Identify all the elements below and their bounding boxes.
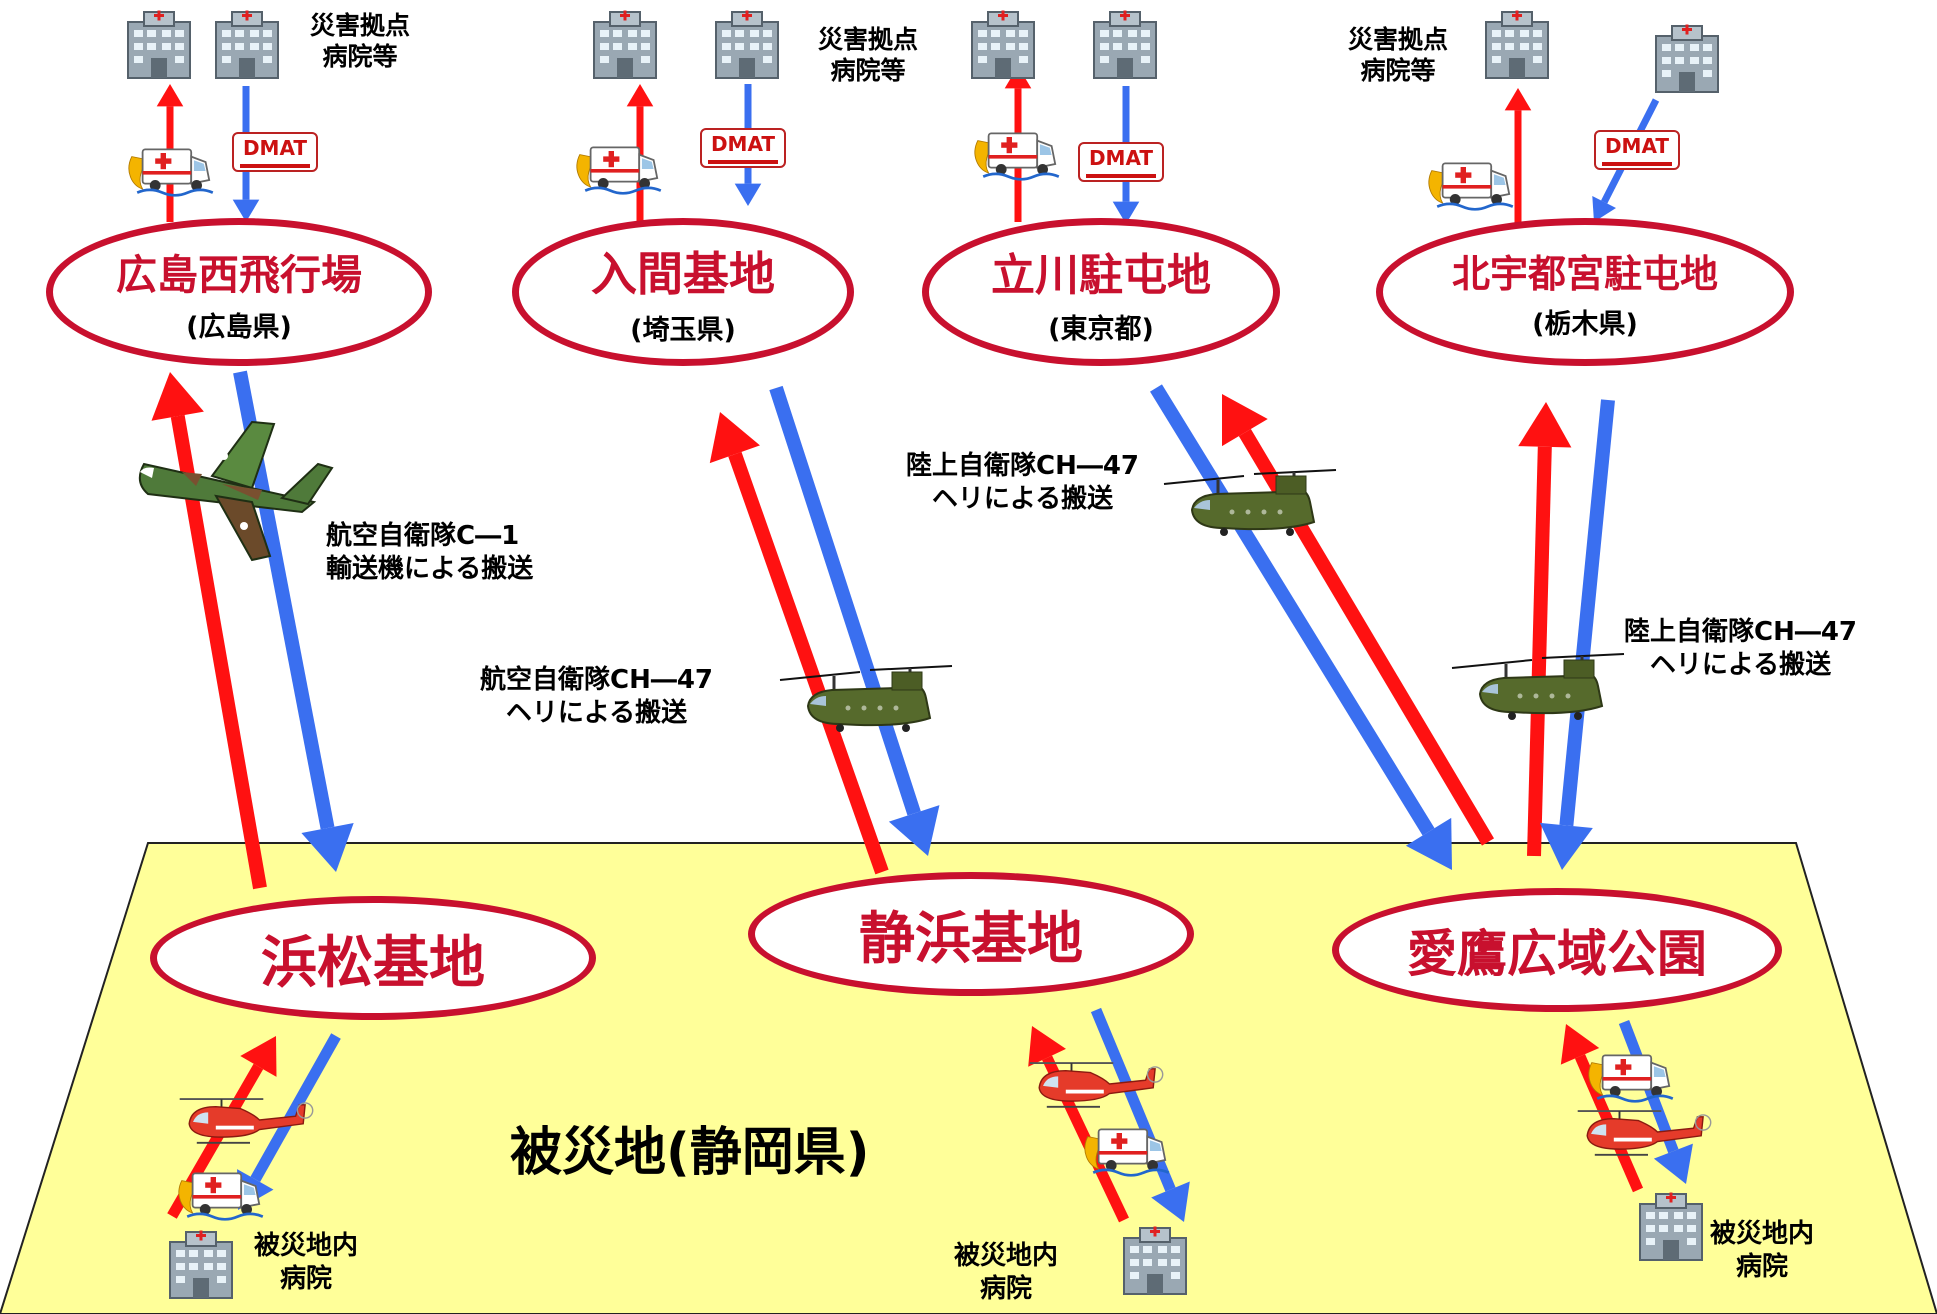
outbound-arrow-shizuhama-iruma-shaft [728,451,889,875]
return-arrow-hiroshima-hamamatsu-head [301,822,354,872]
return-arrow-iruma-shizuhama-shaft [769,385,921,816]
base-hospital-icon [1655,23,1719,93]
dmat-badge: DMAT [1594,130,1680,170]
return-arrow-hospital-iruma-head [734,183,762,206]
outbound-arrow-local-aitaka-head [1560,1024,1600,1065]
outbound-arrow-local-shizuhama-head [1028,1026,1066,1067]
c1-transport-label: 航空自衛隊C―1 輸送機による搬送 [326,521,534,584]
hub-name: 入間基地 [591,246,775,301]
base-hospital-label: 災害拠点 病院等 [1348,25,1449,86]
return-arrow-hamamatsu-local-shaft [250,1033,341,1183]
return-arrow-aitaka-local-head [1653,1143,1693,1184]
local-hospital-label: 被災地内 病院 [254,1231,359,1294]
site-aitaka-node: 愛鷹広域公園 [1332,888,1782,1012]
return-arrow-tachikawa-aitaka-shaft [1150,384,1435,836]
outbound-arrow-aitaka-tachikawa-head [1222,394,1268,447]
hub-tachikawa-node: 立川駐屯地 (東京都) [922,218,1280,366]
site-hamamatsu-node: 浜松基地 [150,896,596,1020]
gsdf-ch47-transport-label: 陸上自衛隊CH―47 ヘリによる搬送 [1624,617,1858,680]
base-hospital-icon [593,9,657,79]
base-hospital-icon [1485,9,1549,79]
hub-iruma-node: 入間基地 (埼玉県) [512,218,854,366]
hub-prefecture: (埼玉県) [630,314,736,346]
return-arrow-tachikawa-aitaka [1150,384,1452,870]
hub-name: 立川駐屯地 [991,249,1211,301]
base-hospital-icon [715,9,779,79]
return-arrow-shizuhama-local-head [1151,1181,1190,1222]
outbound-arrow-shizuhama-iruma-head [709,412,760,464]
asdf-ch47-transport-label: 航空自衛隊CH―47 ヘリによる搬送 [480,665,714,728]
base-hospital-icon [971,9,1035,79]
return-arrow-kitautsunomiya-aitaka-head [1539,822,1593,870]
gsdf-ch47-helicopter-icon [1162,468,1338,538]
outbound-arrow-aitaka-kitautsunomiya [1518,402,1572,857]
base-hospital-label: 災害拠点 病院等 [310,11,411,72]
return-arrow-hospital-kitautsunomiya-head [1592,196,1617,222]
hub-hiroshima-node: 広島西飛行場 (広島県) [46,218,432,366]
site-name: 浜松基地 [261,930,485,996]
ambulance-icon [575,146,663,195]
dmat-badge: DMAT [1078,142,1164,182]
dmat-text: DMAT [1088,146,1154,170]
outbound-arrow-iruma-hospital-head [626,84,654,107]
dmat-text: DMAT [710,132,776,156]
dmat-badge: DMAT [232,132,318,172]
base-hospital-icon [1093,9,1157,79]
base-hospital-icon [127,9,191,79]
outbound-arrow-hiroshima-hospital-head [156,84,184,107]
dmat-text: DMAT [242,136,308,160]
return-arrow-iruma-shizuhama-head [888,805,940,856]
return-arrow-iruma-shizuhama [769,385,940,856]
outbound-arrow-aitaka-tachikawa [1222,394,1495,846]
hub-name: 広島西飛行場 [116,250,362,299]
dmat-badge: DMAT [700,128,786,168]
site-shizuhama-node: 静浜基地 [748,872,1194,996]
return-arrow-hospital-hiroshima-head [232,199,260,222]
site-name: 愛鷹広域公園 [1407,925,1707,983]
outbound-arrow-hamamatsu-hiroshima-head [151,372,204,421]
hub-prefecture: (広島県) [186,311,292,343]
hub-kitautsunomiya-node: 北宇都宮駐屯地 (栃木県) [1376,218,1794,366]
ambulance-icon [1427,162,1515,211]
base-hospital-icon [215,9,279,79]
transport-arrows [151,66,1693,1223]
outbound-arrow-local-hamamatsu-head [240,1036,277,1077]
local-hospital-label: 被災地内 病院 [954,1241,1059,1304]
return-arrow-kitautsunomiya-aitaka-shaft [1559,399,1615,827]
return-arrow-hospital-tachikawa-head [1112,201,1140,224]
outbound-arrow-kitautsunomiya-hospital-head [1504,88,1532,111]
outbound-arrow-aitaka-kitautsunomiya-head [1518,402,1572,448]
site-name: 静浜基地 [859,906,1083,972]
local-hospital-label: 被災地内 病院 [1710,1219,1815,1282]
disaster-area-label: 被災地(静岡県) [510,1123,870,1183]
hub-name: 北宇都宮駐屯地 [1451,252,1718,296]
hub-prefecture: (栃木県) [1532,309,1638,340]
gsdf-ch47-transport-label: 陸上自衛隊CH―47 ヘリによる搬送 [906,451,1140,514]
outbound-arrow-kitautsunomiya-hospital [1504,88,1532,236]
base-hospital-label: 災害拠点 病院等 [818,25,919,86]
outbound-arrow-shizuhama-iruma [709,412,889,875]
return-arrow-kitautsunomiya-aitaka [1539,399,1615,870]
outbound-arrow-aitaka-kitautsunomiya-shaft [1527,446,1552,857]
hub-prefecture: (東京都) [1048,313,1154,345]
return-arrow-tachikawa-aitaka-head [1405,817,1452,870]
dmat-text: DMAT [1604,134,1670,158]
